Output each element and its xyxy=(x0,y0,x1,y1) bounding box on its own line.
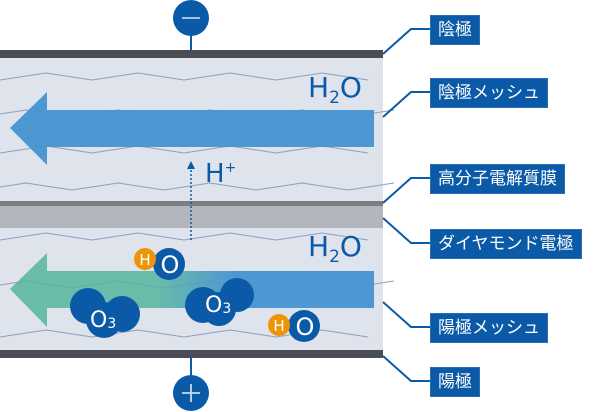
proton-label: H+ xyxy=(205,159,236,189)
ozone-molecule-1: O3 xyxy=(70,288,140,338)
svg-text:O3: O3 xyxy=(205,293,231,318)
ozone-molecule-2: O3 xyxy=(185,278,254,326)
hydroxyl-radical-2: H O xyxy=(268,310,320,342)
label-membrane: 高分子電解質膜 xyxy=(430,164,565,194)
proton-arrow-head xyxy=(187,161,195,169)
svg-text:H: H xyxy=(139,251,150,269)
label-diamond-electrode: ダイヤモンド電極 xyxy=(430,229,582,259)
mesh-zigzag-overlay-line xyxy=(0,280,395,289)
plus-icon xyxy=(182,384,200,402)
mesh-zigzag-overlay-line xyxy=(0,182,395,191)
leader-diamond xyxy=(382,217,430,244)
label-cathode: 陰極 xyxy=(430,15,480,45)
water-label-top: H2O xyxy=(308,71,362,108)
svg-text:O: O xyxy=(161,251,180,279)
negative-terminal xyxy=(173,0,209,50)
leader-anode-mesh xyxy=(382,301,430,328)
hydroxyl-radical-1: H O xyxy=(134,248,185,280)
svg-text:H: H xyxy=(273,317,284,335)
leader-cathode-mesh xyxy=(382,91,430,118)
mesh-zigzag-overlay-line xyxy=(0,109,395,118)
mesh-zigzag-overlay-line xyxy=(0,145,369,154)
anode-electrode xyxy=(0,350,383,358)
leader-membrane xyxy=(382,177,430,204)
leader-lines xyxy=(382,28,430,382)
mesh-zigzag-overlay-line xyxy=(0,232,369,241)
label-cathode-mesh: 陰極メッシュ xyxy=(430,78,548,108)
cathode-electrode xyxy=(0,50,383,58)
mesh-zigzag xyxy=(0,182,395,191)
water-flow-arrow-top xyxy=(10,92,374,165)
leader-anode xyxy=(382,355,430,382)
label-anode: 陽極 xyxy=(430,367,480,397)
svg-text:O3: O3 xyxy=(90,308,116,333)
mesh-zigzag xyxy=(0,232,369,241)
positive-terminal xyxy=(173,358,209,411)
water-label-bottom: H2O xyxy=(308,230,362,267)
mesh-zigzag xyxy=(0,145,369,154)
diamond-electrode-layer xyxy=(0,206,383,228)
leader-cathode xyxy=(382,28,430,55)
svg-text:O: O xyxy=(296,313,315,341)
mesh-zigzag xyxy=(0,72,369,81)
ozone-water-flow-arrow xyxy=(10,253,374,327)
mesh-zigzag-overlay-line xyxy=(0,72,369,81)
label-anode-mesh: 陽極メッシュ xyxy=(430,313,548,343)
